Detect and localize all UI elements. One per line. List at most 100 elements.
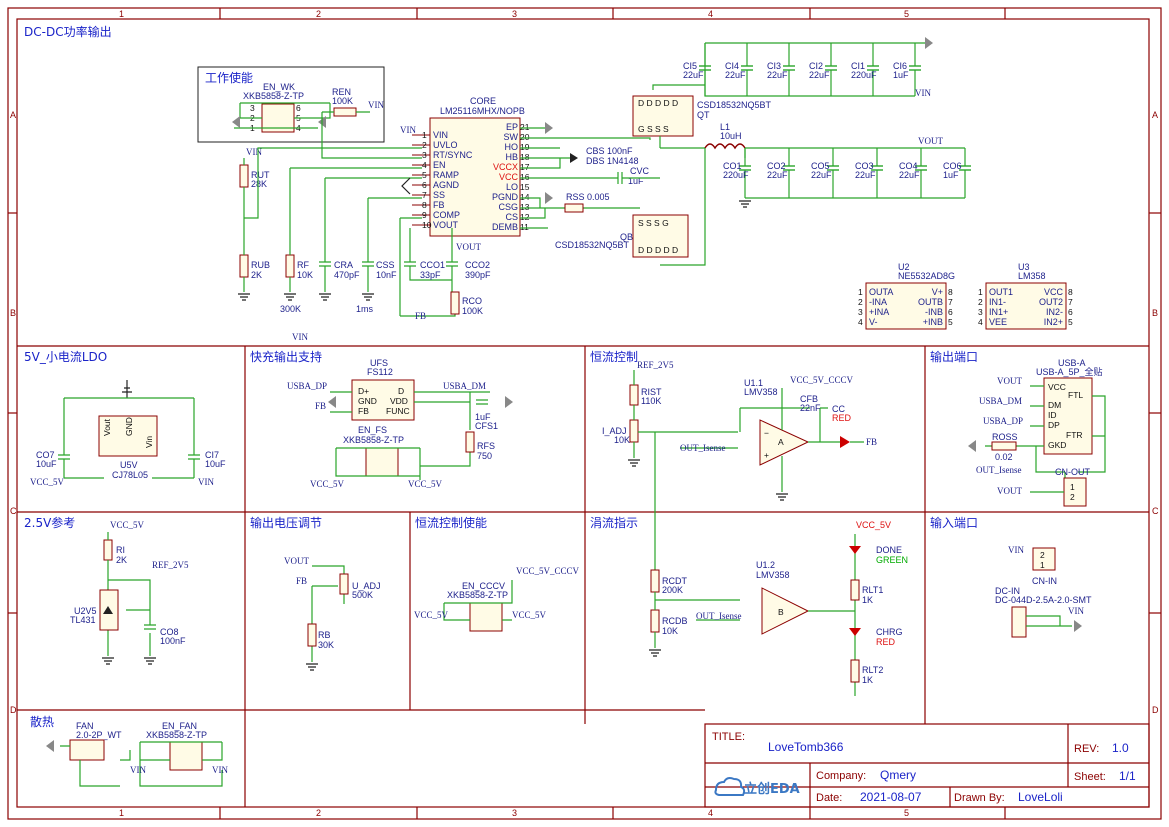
u3-pin-num: 4 xyxy=(978,317,983,327)
cap-val: 22uF xyxy=(683,70,704,80)
rf-wires xyxy=(289,167,422,292)
rcdt-ref: RCDT xyxy=(662,576,687,586)
iadj-val: 10K xyxy=(614,435,630,445)
ufs-fb: FB xyxy=(358,406,369,416)
cap-val: 1uF xyxy=(943,170,959,180)
trickle-led-wires xyxy=(808,534,856,696)
en-wk-part: XKB5858-Z-TP xyxy=(243,91,304,101)
core-left-pin-num: 6 xyxy=(422,180,427,190)
cap-ref: CO4 xyxy=(899,161,918,171)
out-usbdm-net: USBA_DM xyxy=(979,396,1022,406)
cin-gnd xyxy=(925,37,933,49)
core-left-pin-name: FB xyxy=(433,200,445,210)
qb-part: CSD18532NQ5BT xyxy=(555,240,630,250)
cra-wires xyxy=(319,177,422,292)
ruler-row-c-right: C xyxy=(1152,506,1159,516)
u11-plus: + xyxy=(764,450,769,460)
chrg-color: RED xyxy=(876,637,896,647)
sheet-label: Sheet: xyxy=(1074,771,1106,783)
section-out-title: 输出端口 xyxy=(930,349,978,364)
u2-part: NE5532AD8G xyxy=(898,271,955,281)
ruler-col-1: 1 xyxy=(119,9,124,19)
cap-ref: CI3 xyxy=(767,61,781,71)
ufs-vdd: VDD xyxy=(390,396,408,406)
rlt1-ref: RLT1 xyxy=(862,585,883,595)
fast-wires xyxy=(330,391,490,467)
ldo-vin-net: VIN xyxy=(198,477,214,487)
cc-led-color: RED xyxy=(832,413,852,423)
css-val: 10nF xyxy=(376,270,397,280)
qb-mosfet xyxy=(632,214,689,258)
core-left-pin-num: 5 xyxy=(422,170,427,180)
cn-in-pin2: 2 xyxy=(1040,550,1045,560)
en-fs-ref: EN_FS xyxy=(358,425,387,435)
rcdb-resistor xyxy=(650,609,660,633)
ufs-part: FS112 xyxy=(367,367,393,377)
title-block xyxy=(704,723,1150,808)
co7-ref: CO7 xyxy=(36,450,55,460)
cfs-ref: CFS1 xyxy=(475,421,498,431)
co8-gnd xyxy=(144,657,156,665)
in-gnd xyxy=(1074,620,1082,632)
ldo-gnd xyxy=(122,380,132,398)
fan-gnd xyxy=(46,740,54,752)
ruler-col-2-bottom: 2 xyxy=(316,808,321,818)
drawn-label: Drawn By: xyxy=(954,792,1005,804)
fast-usbdm-net: USBA_DM xyxy=(443,381,486,391)
cout-gnd xyxy=(739,200,751,208)
ren-resistor xyxy=(333,107,357,117)
date-value: 2021-08-07 xyxy=(860,790,922,804)
cfb-val: 22nF xyxy=(800,403,821,413)
company-label: Company: xyxy=(816,770,866,782)
cap-ref: CO3 xyxy=(855,161,874,171)
rev-value: 1.0 xyxy=(1112,741,1129,755)
core-right-pin-num: 11 xyxy=(520,222,529,232)
core-left-pin-name: AGND xyxy=(433,180,460,190)
core-right-pin-num: 19 xyxy=(520,142,530,152)
cc-outisense-net: OUT_Isense xyxy=(680,443,726,453)
u2-pin-name: V- xyxy=(869,317,878,327)
u2v5-part: TL431 xyxy=(70,615,96,625)
date-label: Date: xyxy=(816,792,842,804)
en-cccv-wires xyxy=(443,580,513,621)
rut-ref: RUT xyxy=(251,170,270,180)
rco-ref: RCO xyxy=(462,296,482,306)
en-wk-ref: EN_WK xyxy=(263,82,295,92)
core-ep-gnd xyxy=(545,122,553,134)
cap-val: 22uF xyxy=(809,70,830,80)
en-fan-part: XKB5858-Z-TP xyxy=(146,730,207,740)
qt-ref: QT xyxy=(697,110,710,120)
cn-out-pin1: 1 xyxy=(1070,482,1075,492)
u12-b: B xyxy=(778,607,784,617)
rcdb-val: 10K xyxy=(662,626,678,636)
ruler-col-5-bottom: 5 xyxy=(904,808,909,818)
rcdt-val: 200K xyxy=(662,585,683,595)
cap-ref: CI2 xyxy=(809,61,823,71)
css-ref: CSS xyxy=(376,260,395,270)
cc-fb-wires xyxy=(739,388,864,492)
u5v-vin-pin: Vin xyxy=(144,436,154,448)
ruler-col-2: 2 xyxy=(316,9,321,19)
out-gnd xyxy=(968,440,976,452)
u3-pin-num: 5 xyxy=(1068,317,1073,327)
ren-ref: REN xyxy=(332,87,351,97)
cc-ref2v5-net: REF_2V5 xyxy=(637,360,674,370)
rub-resistor xyxy=(239,254,249,278)
rlt2-ref: RLT2 xyxy=(862,665,883,675)
u2-pin-name: +INB xyxy=(923,317,943,327)
core-right-pin-name: HB xyxy=(505,152,518,162)
section-vadj-title: 输出电压调节 xyxy=(250,515,322,530)
rcdt-resistor xyxy=(650,569,660,593)
rss-label: RSS 0.005 xyxy=(566,192,610,202)
core-right-pin-name: EP xyxy=(506,122,518,132)
ren-val: 100K xyxy=(332,96,353,106)
core-left-pin-num: 10 xyxy=(422,220,432,230)
inner-frame xyxy=(16,18,1150,808)
rcdb-ref: RCDB xyxy=(662,616,688,626)
core-left-pin-num: 3 xyxy=(422,150,427,160)
ruler-col-3-bottom: 3 xyxy=(512,808,517,818)
dc-in-ref: DC-IN xyxy=(995,586,1020,596)
dc-in-part: DC-044D-2.5A-2.0-SMT xyxy=(995,595,1092,605)
